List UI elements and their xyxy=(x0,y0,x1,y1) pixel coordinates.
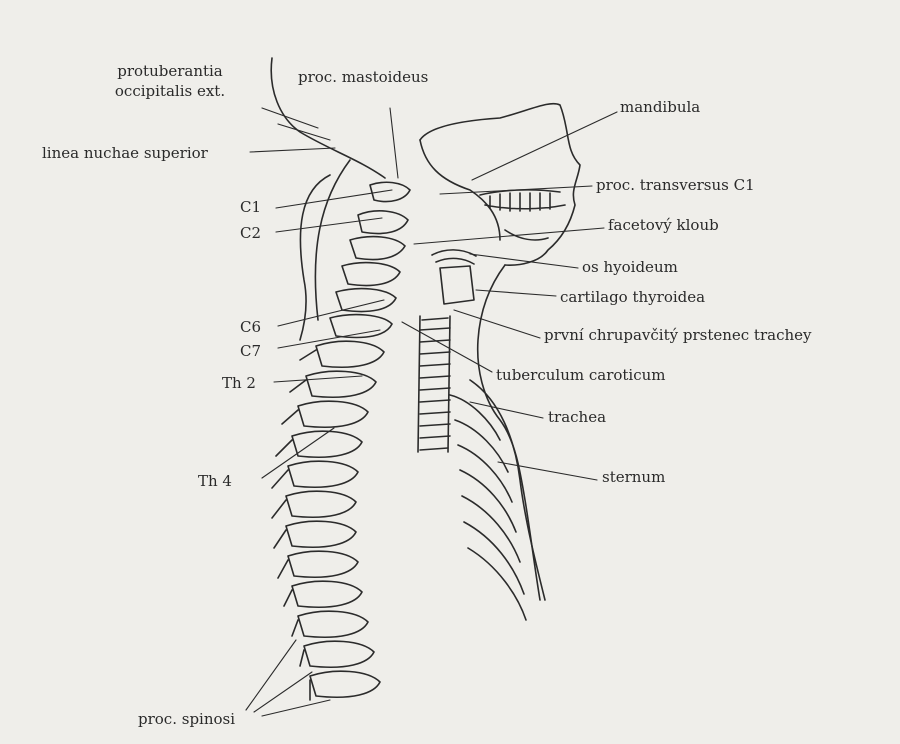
jaw-outline xyxy=(420,140,500,240)
vertebrae-cervical xyxy=(330,182,410,337)
label-c6: C6 xyxy=(240,318,261,336)
label-thyroidea: cartilago thyroidea xyxy=(560,288,705,306)
chest-outline xyxy=(470,380,545,600)
label-mastoideus: proc. mastoideus xyxy=(298,68,428,86)
label-c1: C1 xyxy=(240,198,261,216)
neck-back-outline xyxy=(315,160,350,320)
label-c7: C7 xyxy=(240,342,261,360)
label-transversus: proc. transversus C1 xyxy=(596,176,755,194)
label-c2: C2 xyxy=(240,224,261,242)
teeth xyxy=(480,190,565,211)
label-hyoideum: os hyoideum xyxy=(582,258,678,276)
hyoid xyxy=(432,250,476,264)
label-th2: Th 2 xyxy=(222,374,256,392)
label-trachea: trachea xyxy=(548,408,606,426)
label-tuberculum: tuberculum caroticum xyxy=(496,366,666,384)
vertebrae-thoracic xyxy=(286,341,384,697)
rib-lines xyxy=(450,395,526,620)
label-facetovy: facetový kloub xyxy=(608,216,719,234)
label-spinosi: proc. spinosi xyxy=(138,710,235,728)
label-protuberantia: protuberantia xyxy=(100,62,240,80)
label-linea: linea nuchae superior xyxy=(42,144,208,162)
label-prvni: první chrupavčitý prstenec trachey xyxy=(544,326,812,344)
trachea-rings xyxy=(420,318,450,450)
label-mandibula: mandibula xyxy=(620,98,700,116)
trachea-sides xyxy=(418,316,450,452)
neck-back-curve xyxy=(300,175,330,340)
thyroid-cartilage xyxy=(440,266,474,304)
label-sternum: sternum xyxy=(602,468,665,486)
label-occipitalis: occipitalis ext. xyxy=(86,82,254,100)
label-th4: Th 4 xyxy=(198,472,232,490)
